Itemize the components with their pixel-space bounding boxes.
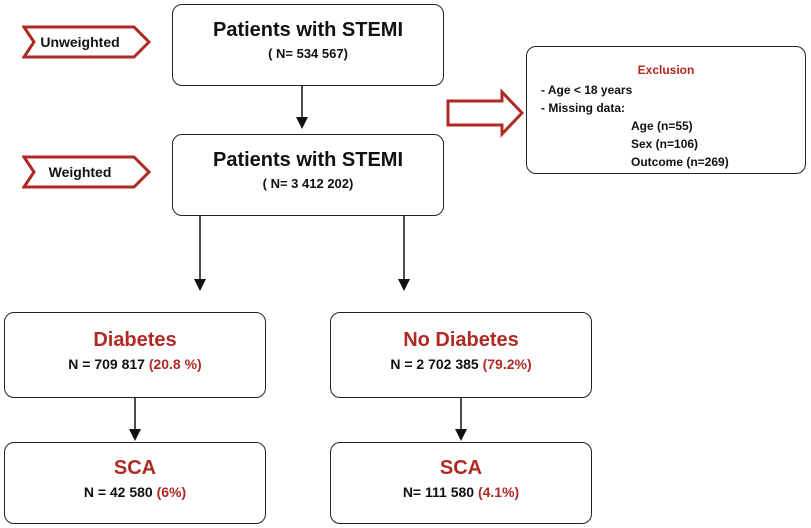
diabetes-box: Diabetes N = 709 817 (20.8 %) bbox=[4, 312, 266, 398]
no-diabetes-percent: (79.2%) bbox=[482, 356, 532, 372]
diabetes-count: N = 709 817 bbox=[68, 356, 149, 372]
sca-no-diabetes-count: N= 111 580 bbox=[402, 484, 478, 500]
stemi-weighted-title: Patients with STEMI bbox=[212, 149, 404, 171]
no-diabetes-count-line: N = 2 702 385 (79.2%) bbox=[331, 356, 591, 372]
sca-diabetes-box: SCA N = 42 580 (6%) bbox=[4, 442, 266, 524]
exclusion-arrow bbox=[446, 88, 525, 138]
diabetes-percent: (20.8 %) bbox=[148, 356, 202, 372]
weighted-tag: Weighted bbox=[22, 154, 152, 190]
sca-no-diabetes-percent: (4.1%) bbox=[477, 484, 520, 500]
sca-diabetes-count-line: N = 42 580 (6%) bbox=[5, 484, 265, 500]
exclusion-missing-outcome: Outcome (n=269) bbox=[631, 155, 729, 169]
no-diabetes-title: No Diabetes bbox=[403, 329, 519, 351]
sca-no-diabetes-box: SCA N= 111 580 (4.1%) bbox=[330, 442, 592, 524]
exclusion-title: Exclusion bbox=[637, 63, 695, 77]
unweighted-tag-label: Unweighted bbox=[40, 34, 120, 50]
exclusion-age-criterion: - Age < 18 years bbox=[541, 83, 633, 97]
stemi-weighted-count: ( N= 3 412 202) bbox=[262, 176, 354, 191]
stemi-unweighted-count: ( N= 534 567) bbox=[268, 46, 348, 61]
sca-diabetes-title: SCA bbox=[113, 457, 157, 479]
weighted-tag-label: Weighted bbox=[48, 164, 112, 180]
weighted-tag-shape bbox=[22, 155, 152, 189]
exclusion-box: Exclusion - Age < 18 years - Missing dat… bbox=[526, 46, 806, 174]
sca-diabetes-percent: (6%) bbox=[156, 484, 187, 500]
no-diabetes-count: N = 2 702 385 bbox=[390, 356, 483, 372]
stemi-unweighted-title: Patients with STEMI bbox=[212, 19, 404, 41]
sca-diabetes-count: N = 42 580 bbox=[83, 484, 157, 500]
stemi-unweighted-box: Patients with STEMI ( N= 534 567) bbox=[172, 4, 444, 86]
no-diabetes-box: No Diabetes N = 2 702 385 (79.2%) bbox=[330, 312, 592, 398]
exclusion-missing-age: Age (n=55) bbox=[631, 119, 693, 133]
sca-no-diabetes-count-line: N= 111 580 (4.1%) bbox=[331, 484, 591, 500]
diabetes-title: Diabetes bbox=[93, 329, 177, 351]
unweighted-tag-shape bbox=[22, 25, 152, 59]
exclusion-missing-sex: Sex (n=106) bbox=[631, 137, 699, 151]
diabetes-count-line: N = 709 817 (20.8 %) bbox=[5, 356, 265, 372]
exclusion-missing-data: - Missing data: bbox=[541, 101, 626, 115]
sca-no-diabetes-title: SCA bbox=[439, 457, 483, 479]
unweighted-tag: Unweighted bbox=[22, 24, 152, 60]
stemi-weighted-box: Patients with STEMI ( N= 3 412 202) bbox=[172, 134, 444, 216]
